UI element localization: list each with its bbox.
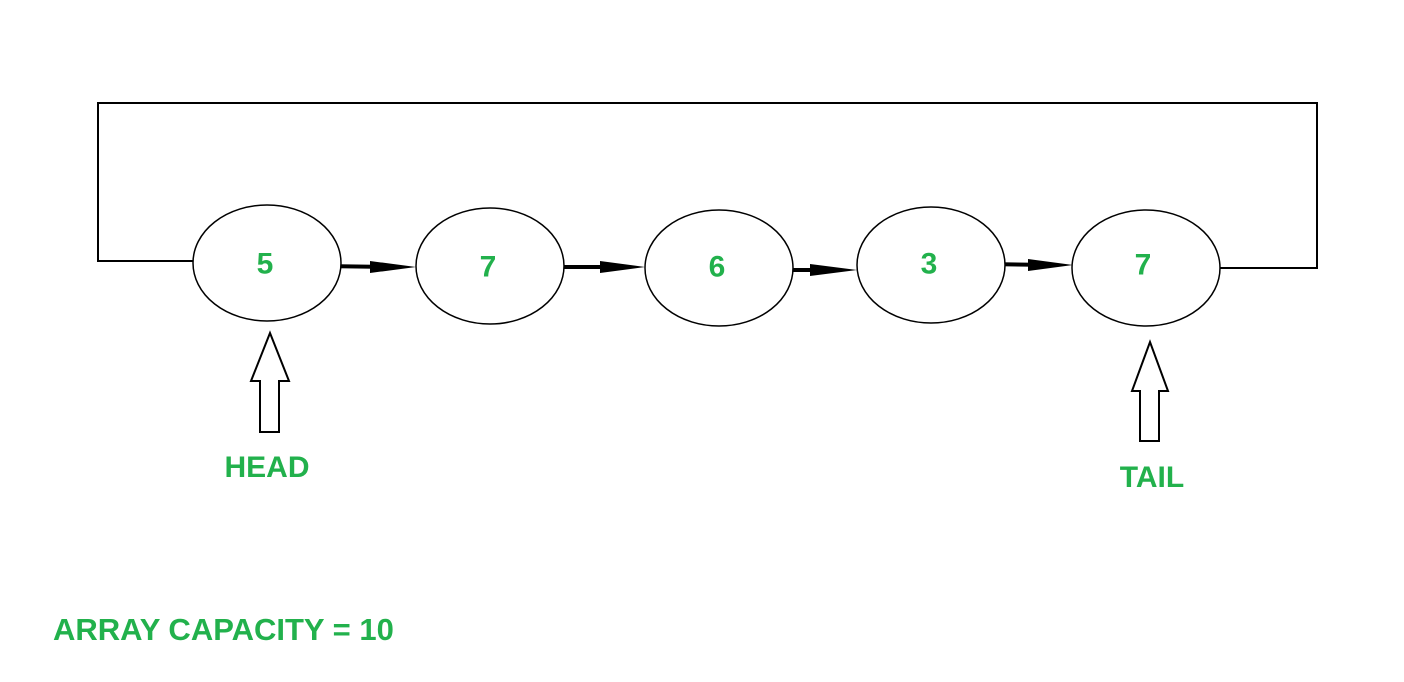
head-label: HEAD (224, 451, 309, 484)
node-value: 7 (480, 251, 497, 284)
node-value: 5 (257, 248, 274, 281)
head-pointer: HEAD (224, 330, 310, 484)
list-node: 7 (1071, 209, 1221, 327)
node-circle (856, 206, 1006, 324)
node-value: 6 (709, 251, 726, 284)
node-value: 3 (921, 248, 938, 281)
list-node: 5 (192, 204, 342, 322)
node-value: 7 (1135, 249, 1152, 282)
list-node: 6 (644, 209, 794, 327)
node-circle (415, 207, 565, 325)
link-arrow (552, 261, 645, 273)
list-node: 3 (856, 206, 1006, 324)
tail-label: TAIL (1120, 461, 1184, 494)
list-node: 7 (415, 207, 565, 325)
up-arrow-icon (249, 330, 291, 433)
up-arrow-icon (1130, 339, 1170, 442)
array-capacity-label: ARRAY CAPACITY = 10 (53, 612, 394, 647)
node-circle (1071, 209, 1221, 327)
node-circle (644, 209, 794, 327)
node-circle (192, 204, 342, 322)
tail-pointer: TAIL (1120, 339, 1184, 494)
circular-link-line (97, 102, 1318, 269)
